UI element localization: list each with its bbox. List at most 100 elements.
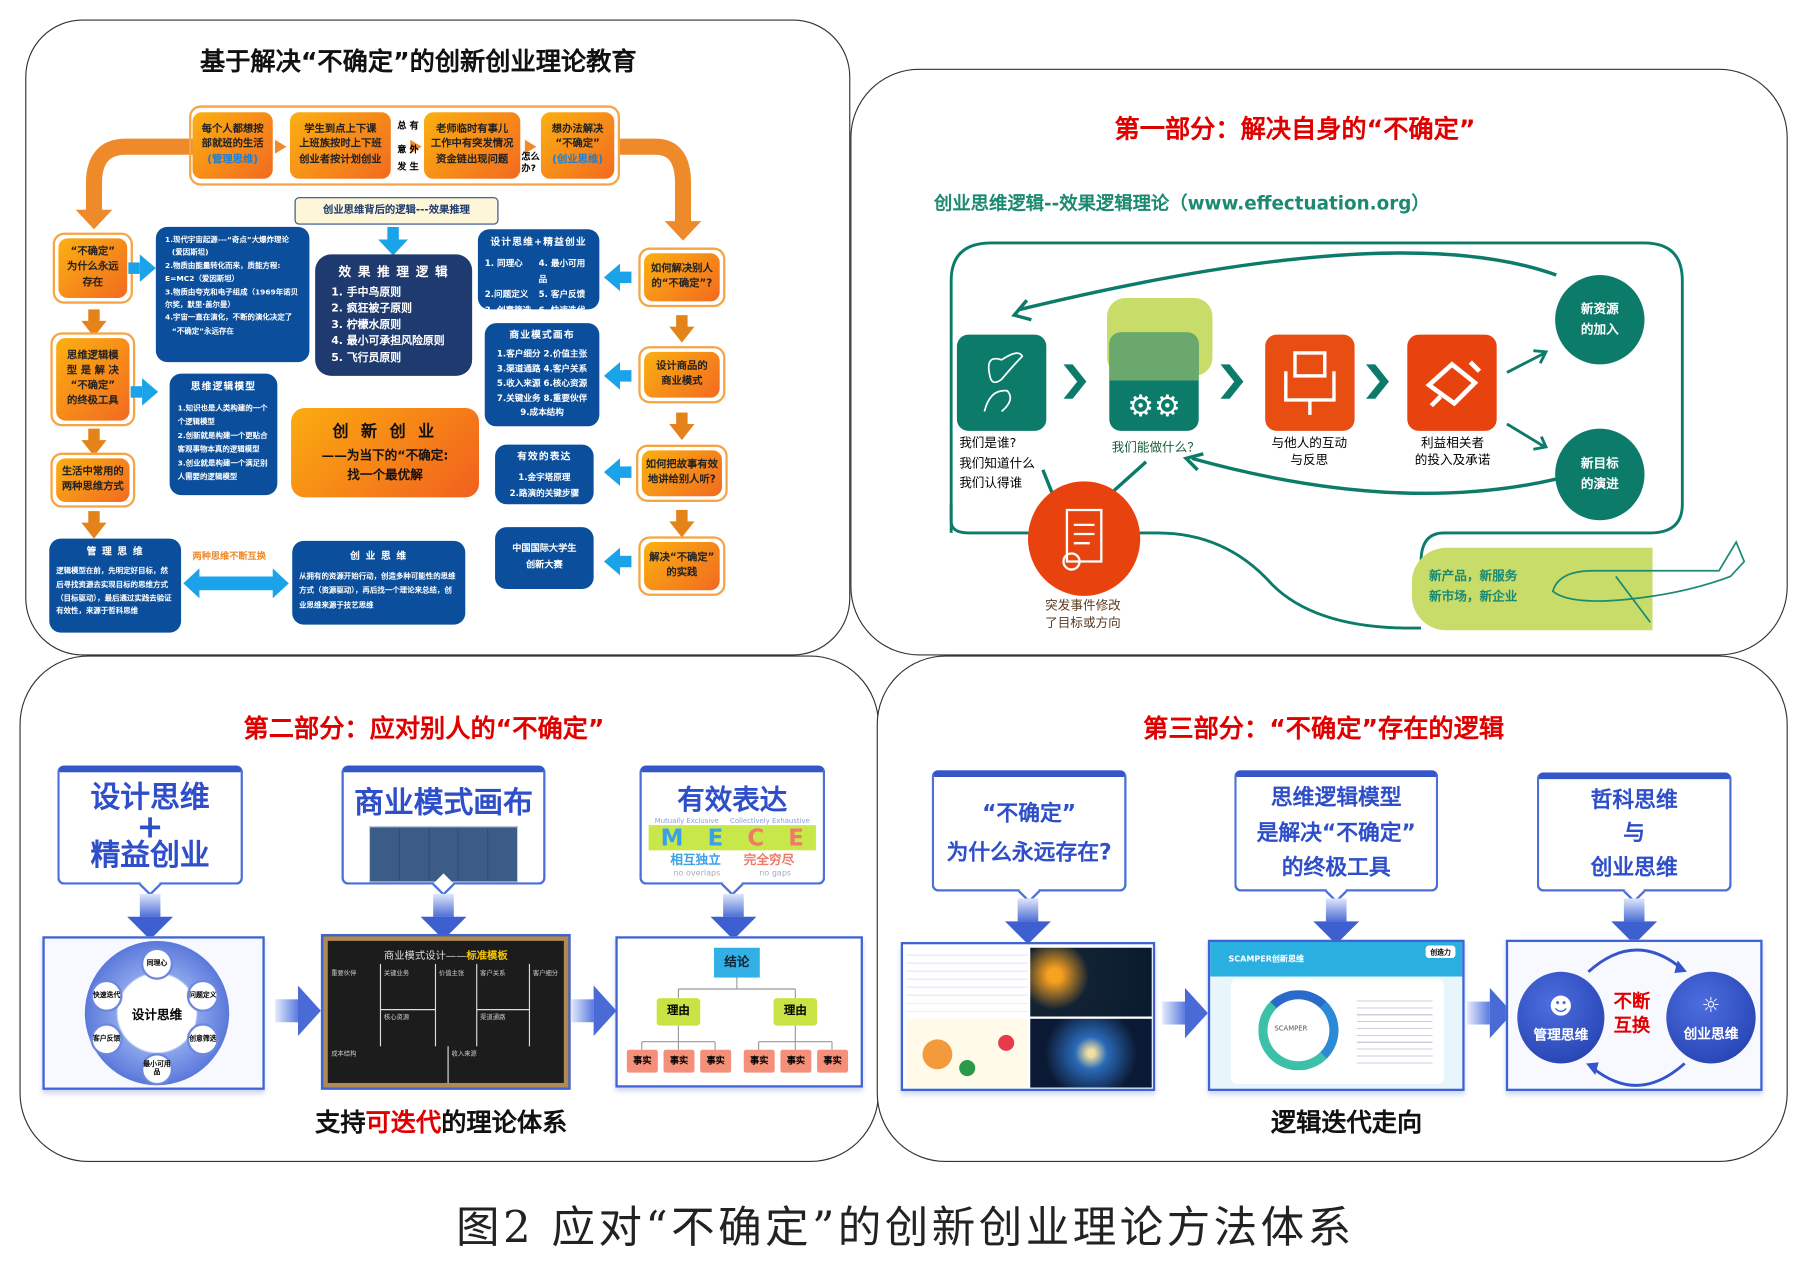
- text: (爱因斯坦): [171, 247, 209, 258]
- head-icon: ☻: [1548, 992, 1573, 1021]
- title: 思维逻辑模型: [190, 381, 257, 394]
- list-item: 1.知识也是人类构建的一个: [177, 403, 268, 413]
- galaxy-image: [1030, 947, 1152, 1017]
- title: 商业模式画布: [509, 330, 575, 342]
- cosmos-collage: [900, 942, 1156, 1091]
- tag: (管理思维): [207, 154, 258, 166]
- what-label: 我们能做什么？: [1111, 440, 1200, 455]
- outcome-label: 新产品，新服务新市场，新企业: [1429, 566, 1517, 606]
- box-thinking-model: 思维逻辑模型 是 解 决“不确定”的终极工具: [50, 332, 136, 427]
- text: 有效表达: [677, 783, 788, 816]
- board-cell-label: 关键业务: [383, 970, 410, 978]
- text: no gaps: [759, 868, 792, 878]
- tree-fact: 事实: [700, 1049, 732, 1073]
- ring-item: 客户反馈: [90, 1023, 123, 1056]
- text: 新资源: [1580, 301, 1619, 317]
- stakeholder-label: 利益相关者的投入及承诺: [1404, 435, 1501, 469]
- arrow-down-icon: [669, 315, 695, 343]
- text: 的“不确定”?: [651, 278, 713, 290]
- text: Collectively Exhaustive: [730, 817, 810, 826]
- text: 不断: [1613, 990, 1651, 1012]
- text: 突发事件修改: [1045, 598, 1121, 614]
- swap-text: 不断互换: [1614, 990, 1651, 1038]
- arrow-right-icon: [275, 985, 321, 1036]
- text: E: [707, 823, 724, 852]
- text: 利益相关者: [1421, 435, 1485, 451]
- management-thinking-circle: ☻管理思维: [1517, 971, 1605, 1064]
- text: 尔奖，默里·盖尔曼）: [165, 300, 235, 310]
- tree-fact: 事实: [743, 1049, 775, 1073]
- list-item: 5.收入来源 6.核心资源: [496, 378, 588, 389]
- list-item: 3. 柠檬水原则: [331, 318, 402, 332]
- text: 标准模板: [466, 951, 508, 963]
- blackboard: 商业模式设计——标准模板 重要伙伴关键业务价值主张客户关系客户细分核心资源渠道通…: [323, 936, 569, 1088]
- box-two-thinking: 生活中常用的两种思维方式: [50, 452, 136, 508]
- text: 为什么永远存在?: [946, 840, 1112, 866]
- interact-label: 与他人的互动与反思: [1266, 435, 1352, 469]
- title: 设计思维+精益创业: [490, 237, 587, 249]
- arrow-down-icon: [1611, 898, 1658, 945]
- text: 支持: [315, 1109, 366, 1138]
- effectuation-cycle: [949, 241, 1684, 630]
- connector-how: 怎么办?: [521, 151, 539, 175]
- text: 想办法解决: [551, 124, 604, 136]
- arrow-right-icon: [570, 985, 617, 1036]
- title: 有效的表达: [517, 451, 572, 463]
- text: 新目标: [1580, 456, 1619, 472]
- ring-item: 创意筛选: [186, 1023, 219, 1056]
- text: 生活中常用的: [61, 466, 124, 478]
- text: 办?: [521, 163, 536, 174]
- list-item: 2.创新就是构建一个更贴合: [177, 430, 268, 440]
- badge: 创造力: [1425, 945, 1456, 959]
- text: 部就班的生活: [201, 139, 264, 151]
- situation-frame: [189, 105, 620, 186]
- pyramid-tree: 结论 理由 理由 事实事实事实事实事实事实: [615, 936, 863, 1088]
- board-cell-label: 客户细分: [532, 970, 559, 978]
- list-item: 1.金字塔原理: [518, 472, 571, 483]
- tree-reason: 理由: [773, 998, 818, 1026]
- text: no overlaps: [673, 868, 721, 878]
- text: C: [747, 823, 765, 852]
- mindmap-image: [906, 947, 1028, 1017]
- panel-title: 第三部分：“不确定”存在的逻辑: [1143, 715, 1505, 744]
- text: 是解决“不确定”: [1256, 820, 1416, 846]
- text: 相互独立: [670, 852, 721, 868]
- arrow-down-icon: [710, 893, 757, 940]
- text: M: [660, 823, 684, 852]
- box-management-thinking: 管 理 思 维 逻辑模型在前，先明定好目标，然后寻找资源去实现目标的思维方式（目…: [49, 538, 182, 633]
- text: E: [788, 823, 804, 852]
- list-item: 人需要的逻辑模型: [177, 471, 238, 482]
- text: 解决“不确定”: [649, 552, 715, 564]
- board-cell-label: 成本结构: [331, 1050, 357, 1058]
- text: 中国国际大学生: [512, 543, 577, 554]
- text: 新产品，新服务: [1429, 568, 1518, 584]
- box-entrepreneur-thinking: 创 业 思 维 从拥有的资源开始行动，创造多种可能性的思维方式（资源驱动），再后…: [292, 540, 466, 625]
- text: 创业思维: [1590, 854, 1678, 880]
- list-item: 3.创业就是构建一个满足别: [177, 458, 268, 468]
- arrow-right-icon: [1162, 987, 1208, 1039]
- arrow-down-icon: [127, 893, 174, 940]
- board-cell-label: 渠道通路: [480, 1014, 506, 1022]
- callout-thinking-model: 思维逻辑模型是解决“不确定”的终极工具: [1234, 770, 1439, 892]
- text: 学生到点上下课: [304, 124, 377, 136]
- arrow-left-icon: [603, 547, 632, 576]
- text: “不确定”: [555, 139, 600, 151]
- arrow-left-icon: [603, 263, 632, 292]
- list-item: 6. 快速迭代: [538, 304, 586, 315]
- arrow-down-icon: [420, 893, 467, 940]
- flow-box-management: 每个人都想按部就班的生活(管理思维): [192, 112, 273, 179]
- panel-title: 基于解决“不确定”的创新创业理论教育: [200, 48, 637, 77]
- text: 设计商品的: [656, 360, 708, 373]
- atom-image: [906, 1018, 1028, 1088]
- list-item: 1. 同理心: [484, 258, 523, 269]
- text: 设计思维: [90, 780, 210, 816]
- box-why-uncertain: “不确定”为什么永远存在: [52, 232, 133, 304]
- text: 地讲给别人听?: [647, 474, 716, 486]
